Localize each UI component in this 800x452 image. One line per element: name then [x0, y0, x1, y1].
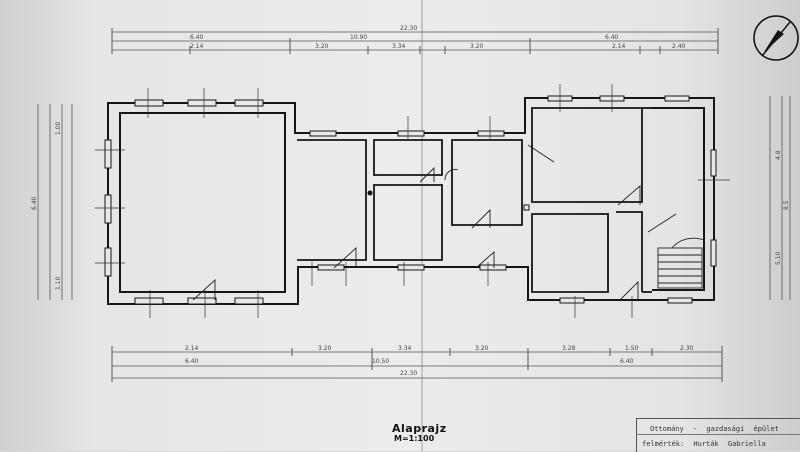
top-dimension-lines	[111, 28, 719, 54]
dim-bottom-seg-3: 3.34	[398, 345, 412, 352]
title-block-frame	[636, 418, 800, 452]
north-arrow-icon	[753, 15, 799, 61]
dim-bottom-seg-5: 3.28	[562, 345, 576, 352]
bottom-dimension-lines	[111, 346, 723, 382]
dim-left-3: 1.10	[55, 276, 62, 290]
dim-bottom-seg-4: 3.20	[475, 345, 489, 352]
dim-top-right: 6.40	[605, 34, 619, 41]
side-dimension-lines	[37, 96, 791, 300]
dim-top-left: 6.40	[190, 34, 204, 41]
dim-top-overall: 22.30	[400, 25, 417, 32]
staircase	[657, 237, 705, 289]
dim-left-2: 1.00	[55, 121, 62, 135]
building-name: Ottomány - gazdasági épület	[650, 425, 779, 433]
column-marks	[367, 190, 530, 211]
dim-bottom-middle: 10.50	[372, 358, 389, 365]
outer-walls	[107, 97, 715, 305]
drawing-title: Alaprajz	[392, 422, 447, 435]
surveyor-credit: felmérték: Hurták Gabriella	[642, 440, 766, 448]
dim-top-seg-3: 3.34	[392, 43, 406, 50]
dim-right-2: 5.10	[775, 251, 782, 265]
dim-bottom-seg-7: 2.30	[680, 345, 694, 352]
dim-bottom-seg-6: 1.50	[625, 345, 639, 352]
section-markers	[95, 84, 730, 318]
interior-walls	[297, 107, 652, 293]
dim-right-3: 8.5	[783, 200, 790, 210]
dim-top-seg-5: 2.14	[612, 43, 626, 50]
dim-top-middle: 10.90	[350, 34, 367, 41]
dim-bottom-seg-2: 3.20	[318, 345, 332, 352]
dim-top-seg-2: 3.20	[315, 43, 329, 50]
door-swings	[192, 144, 677, 301]
dim-top-seg-4: 3.20	[470, 43, 484, 50]
drawing-scale: M=1:100	[394, 434, 435, 443]
dim-bottom-right: 6.40	[620, 358, 634, 365]
dim-top-seg-1: 2.14	[190, 43, 204, 50]
dim-left-1: 6.40	[31, 196, 38, 210]
dim-bottom-overall: 22.30	[400, 370, 417, 377]
title-block-divider	[636, 434, 800, 435]
dim-top-seg-6: 2.40	[672, 43, 686, 50]
dim-right-1: 4.8	[775, 150, 782, 160]
dim-bottom-seg-1: 2.14	[185, 345, 199, 352]
dim-bottom-left: 6.40	[185, 358, 199, 365]
